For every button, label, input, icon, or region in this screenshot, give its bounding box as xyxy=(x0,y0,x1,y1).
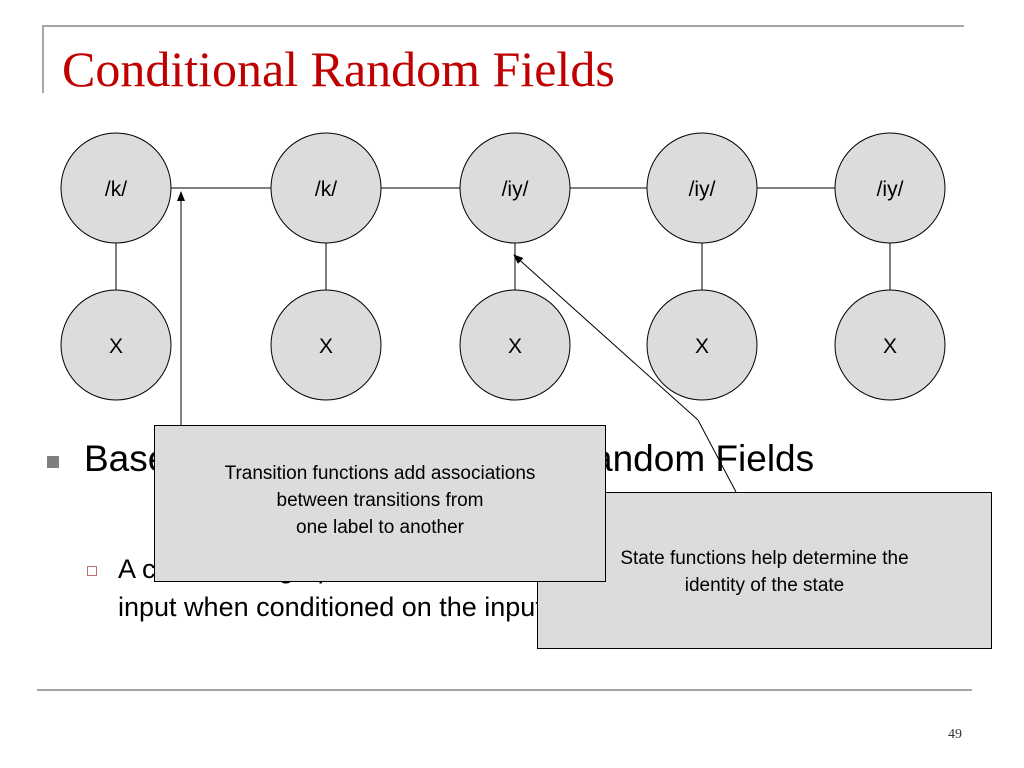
slide-title: Conditional Random Fields xyxy=(62,41,615,97)
crf-chain-diagram: /k/ /k/ /iy/ /iy/ /iy/ X X X X X xyxy=(60,132,946,420)
label-node-text: /k/ xyxy=(105,178,127,201)
top-frame-line xyxy=(42,25,964,27)
label-node-text: /k/ xyxy=(315,178,337,201)
observation-node-text: X xyxy=(883,335,897,358)
bullet-square xyxy=(47,456,59,468)
sub-bullet-square xyxy=(87,566,97,576)
slide-number: 49 xyxy=(948,727,962,742)
state-pointer-arrow xyxy=(513,254,699,420)
label-node-text: /iy/ xyxy=(689,178,716,201)
label-node xyxy=(646,132,758,244)
footer-rule xyxy=(37,689,972,691)
observation-node-text: X xyxy=(508,335,522,358)
label-node xyxy=(459,132,571,244)
label-node xyxy=(834,132,946,244)
observation-node xyxy=(60,289,172,401)
left-frame-line xyxy=(42,25,44,93)
label-node xyxy=(60,132,172,244)
transition-function-callout: Transition functions add associations be… xyxy=(154,425,606,582)
observation-node xyxy=(459,289,571,401)
label-node xyxy=(270,132,382,244)
observation-node-text: X xyxy=(109,335,123,358)
observation-node xyxy=(270,289,382,401)
observation-node xyxy=(646,289,758,401)
observation-node xyxy=(834,289,946,401)
label-node-text: /iy/ xyxy=(502,178,529,201)
observation-node-text: X xyxy=(319,335,333,358)
observation-node-text: X xyxy=(695,335,709,358)
state-function-callout: State functions help determine the ident… xyxy=(537,492,992,649)
label-node-text: /iy/ xyxy=(877,178,904,201)
state-pointer-tail xyxy=(697,420,737,493)
